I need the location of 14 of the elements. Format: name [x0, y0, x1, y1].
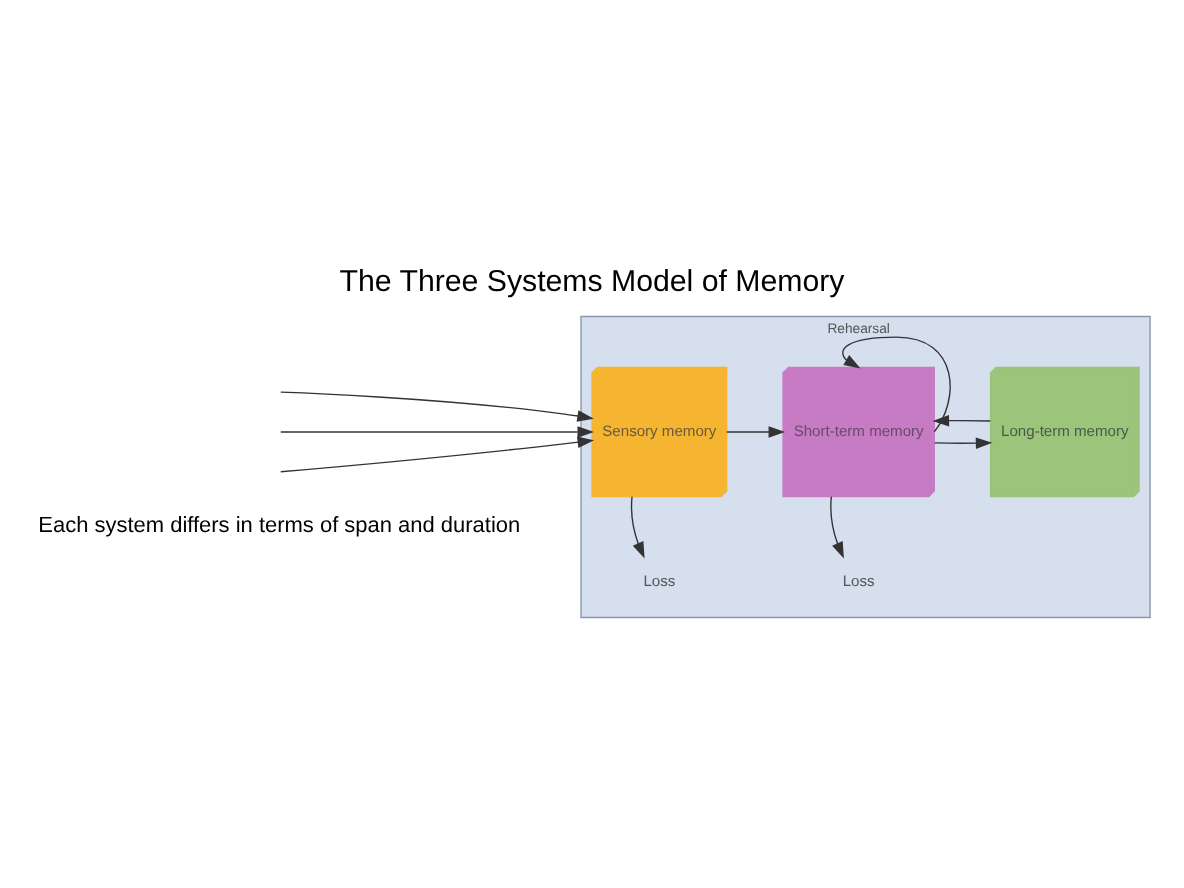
cluster: [580, 314, 1151, 618]
node-text: Loss: [643, 570, 676, 589]
arrow: [280, 390, 594, 421]
arrow: [726, 425, 786, 437]
arrow: [630, 495, 645, 558]
label: Each system differs in terms of span and duration: [38, 513, 521, 538]
diagram-title: The Three Systems Model of Memory: [339, 264, 845, 299]
arrow: [280, 425, 595, 447]
node-text: Loss: [842, 570, 875, 589]
arrow: [842, 335, 951, 432]
arrow: [830, 495, 844, 558]
arrow: [932, 413, 991, 426]
arrow: [280, 425, 595, 472]
arrow: [933, 436, 993, 448]
